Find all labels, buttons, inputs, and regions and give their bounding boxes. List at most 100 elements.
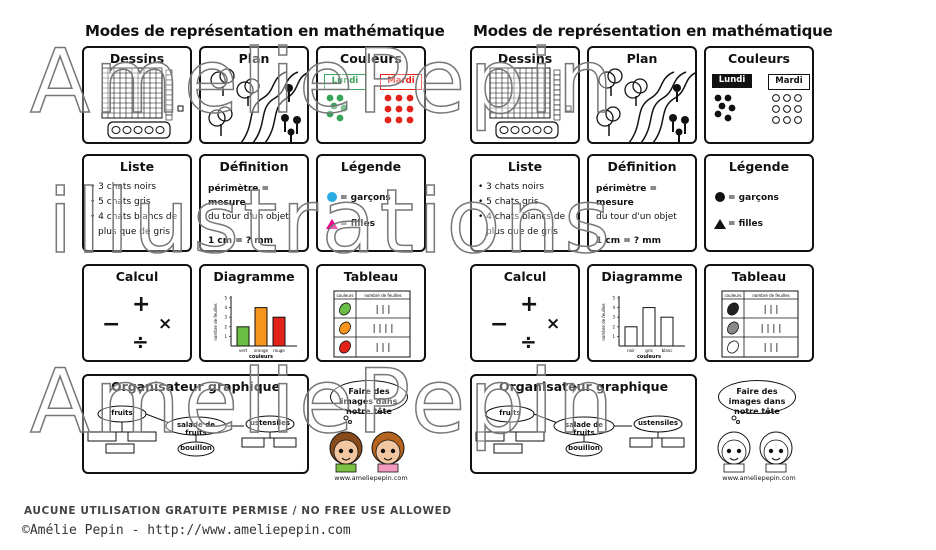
definition-line: périmètre = mesure (208, 184, 270, 208)
card-title: Liste (119, 159, 155, 174)
card-dessins: Dessins (82, 46, 192, 144)
y-tick-label: 2 (612, 324, 615, 329)
color-dots-icon (326, 94, 414, 124)
graphic-organizer-diagram (87, 405, 297, 457)
tally-table: couleurs nombre de feuilles | | | | | | … (333, 290, 411, 358)
bar (236, 326, 250, 347)
card-title: Tableau (731, 269, 787, 284)
list-item: 5 chats gris (486, 197, 539, 207)
y-tick-label: 4 (224, 305, 227, 310)
thought-text: Faire des images dans notre tête (340, 387, 398, 416)
graphic-organizer-diagram (475, 405, 685, 457)
thought-bubble: Faire des images dans notre tête (330, 380, 408, 416)
map-drawing-icon (596, 68, 695, 142)
list-item: 4 chats blancs de (486, 212, 566, 222)
card-title: Couleurs (728, 51, 790, 66)
tally-marks: | | | (764, 305, 779, 315)
card-organisateur: Organisateur graphique fruits (82, 374, 309, 474)
definition-line: 1 cm = ? mm (208, 236, 274, 246)
card-title: Organisateur graphique (498, 379, 669, 394)
card-title: Diagramme (601, 269, 683, 284)
legend-label-girls: = filles (728, 219, 763, 229)
card-title: Organisateur graphique (110, 379, 281, 394)
divide-icon: ÷ (132, 330, 149, 354)
organizer-word: salade de fruits (177, 421, 215, 437)
card-plan: Plan (199, 46, 309, 144)
x-tick-label: noir (627, 348, 635, 353)
legend-label-girls: = filles (340, 219, 375, 229)
poster-panel: Modes de représentation en mathématique … (470, 0, 833, 482)
thinking-kids: Faire des images dans notre tête www.ame… (316, 376, 426, 482)
card-dessins: Dessins (470, 46, 580, 144)
card-title: Calcul (115, 269, 159, 284)
legend-symbols-icon (714, 192, 726, 229)
thought-text: Faire des images dans notre tête (728, 387, 786, 416)
definition-content: périmètre = mesure du tour d'un objet 1 … (596, 182, 691, 248)
y-tick-label: 3 (224, 315, 227, 320)
poster-panel: Modes de représentation en mathématique … (82, 0, 445, 482)
list-item: 4 chats blancs de (98, 212, 178, 222)
day-label-mardi: Mardi (768, 74, 810, 90)
card-title: Légende (340, 159, 402, 174)
tally-marks: | | | (764, 343, 779, 353)
plus-icon: + (132, 292, 151, 317)
card-title: Dessins (109, 51, 165, 66)
card-definition: Définition périmètre = mesure du tour d'… (587, 154, 697, 252)
table-header: couleurs (724, 293, 741, 298)
table-header: nombre de feuilles (364, 293, 401, 298)
bar (272, 316, 286, 347)
x-tick-label: orange (254, 348, 269, 353)
card-title: Définition (219, 159, 289, 174)
bar (660, 316, 674, 347)
children-faces-icon (329, 415, 405, 473)
base-ten-blocks-icon (101, 67, 184, 139)
thinking-kids: Faire des images dans notre tête www.ame… (704, 376, 814, 482)
card-plan: Plan (587, 46, 697, 144)
table-header: couleurs (336, 293, 353, 298)
card-title: Couleurs (340, 51, 402, 66)
y-tick-label: 5 (224, 296, 227, 301)
bar (624, 326, 638, 347)
y-axis-label: nombre de feuilles (213, 303, 218, 340)
plus-icon: + (520, 292, 539, 317)
no-free-use-notice: AUCUNE UTILISATION GRATUITE PERMISE / NO… (24, 505, 452, 517)
legend-label-boys: = garçons (728, 193, 779, 203)
x-tick-label: gris (645, 348, 652, 353)
base-ten-blocks-icon (489, 67, 572, 139)
card-liste: Liste • 3 chats noirs • 5 chats gris • 4… (470, 154, 580, 252)
card-legende: Légende = garçons = filles (704, 154, 814, 252)
list-item: 3 chats noirs (486, 182, 545, 192)
poster-title: Modes de représentation en mathématique (473, 22, 833, 40)
definition-line: 1 cm = ? mm (596, 236, 662, 246)
y-tick-label: 4 (612, 305, 615, 310)
y-tick-label: 3 (612, 315, 615, 320)
map-drawing-icon (208, 68, 307, 142)
organizer-word: salade de fruits (565, 421, 603, 437)
list-item: plus que de gris (98, 227, 170, 237)
bar (642, 307, 656, 347)
card-couleurs: Couleurs Lundi Mardi (704, 46, 814, 144)
y-tick-label: 5 (612, 296, 615, 301)
definition-line: périmètre = mesure (596, 184, 658, 208)
tally-table: couleurs nombre de feuilles | | | | | | … (721, 290, 799, 358)
leaf-icon (339, 340, 351, 354)
card-calcul: Calcul + − × ÷ (82, 264, 192, 362)
card-couleurs: Couleurs Lundi Mardi (316, 46, 426, 144)
list-item: 3 chats noirs (98, 182, 157, 192)
minus-icon: − (490, 312, 509, 337)
x-axis-label: couleurs (249, 354, 273, 360)
poster-title: Modes de représentation en mathématique (85, 22, 445, 40)
leaf-icon (727, 340, 739, 354)
card-tableau: Tableau couleurs nombre de feuilles | | … (316, 264, 426, 362)
x-tick-label: rouge (273, 348, 285, 353)
organizer-word: ustensiles (637, 419, 679, 427)
website-url: www.ameliepepin.com (722, 474, 796, 482)
card-definition: Définition périmètre = mesure du tour d'… (199, 154, 309, 252)
organizer-word: ustensiles (249, 419, 291, 427)
color-dots-icon (714, 94, 802, 124)
card-organisateur: Organisateur graphique fruits (470, 374, 697, 474)
